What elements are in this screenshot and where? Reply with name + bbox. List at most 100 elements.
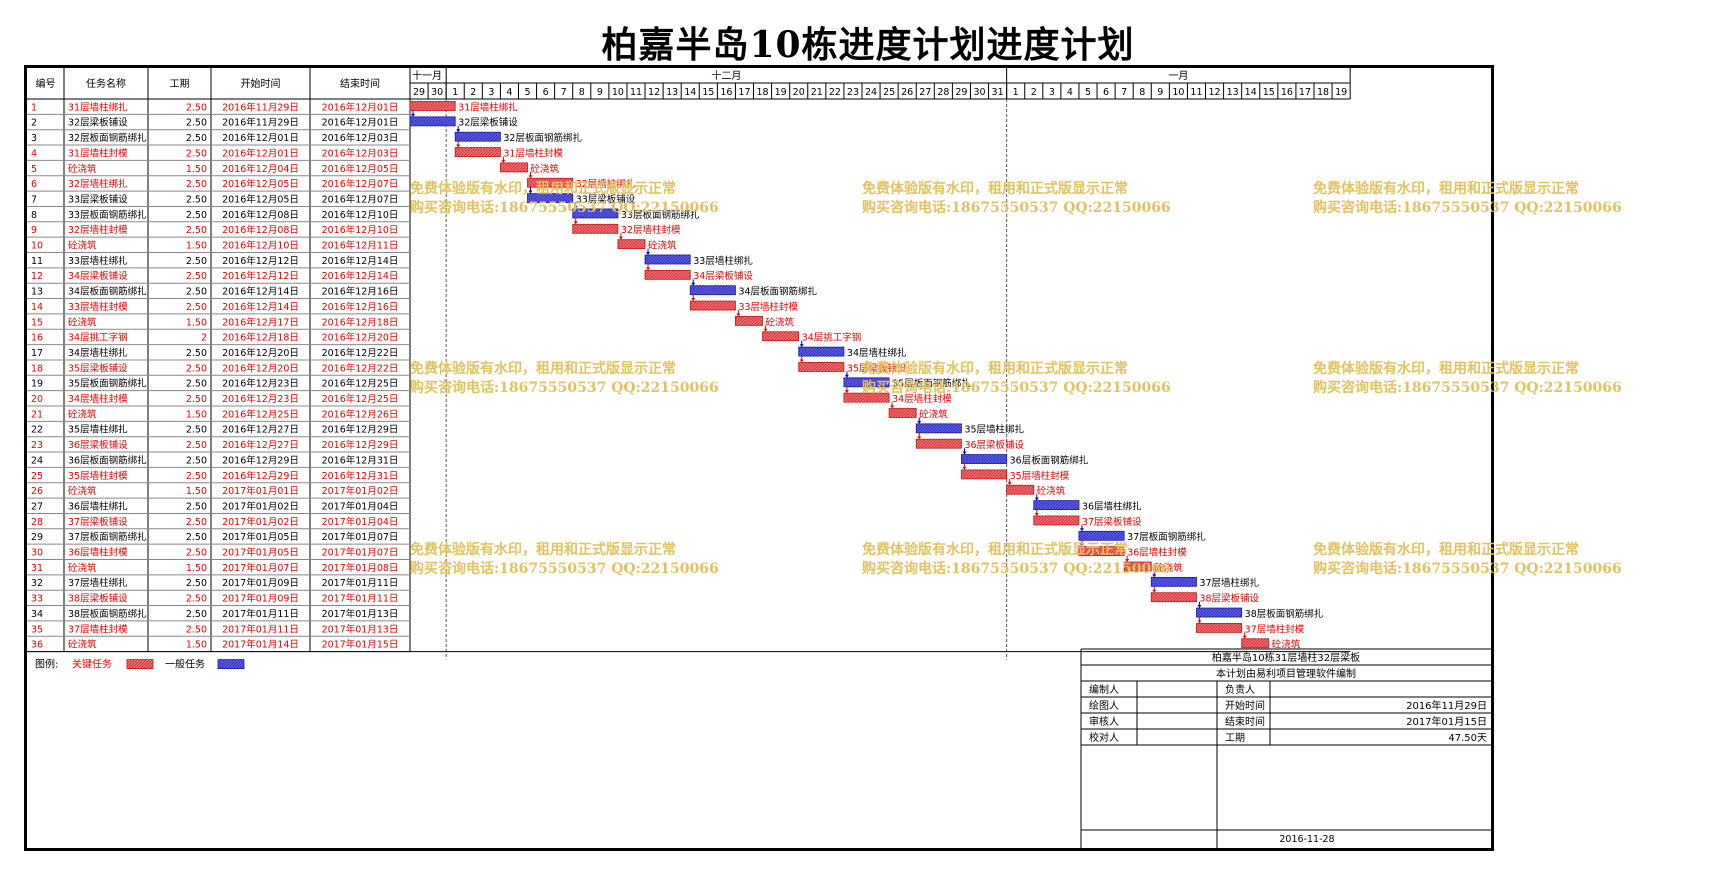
task-start: 2016年12月29日 xyxy=(222,470,299,482)
day-label: 23 xyxy=(847,87,859,98)
day-label: 20 xyxy=(793,87,805,98)
task-end: 2016年12月29日 xyxy=(322,424,399,436)
task-start: 2017年01月07日 xyxy=(222,562,299,574)
gantt-bar-7 xyxy=(527,193,574,203)
task-name: 砼浇筑 xyxy=(68,408,97,420)
task-duration: 2.50 xyxy=(186,102,207,113)
task-id: 23 xyxy=(31,440,43,451)
dependency-arrow xyxy=(799,359,804,363)
info-project: 柏嘉半岛10栋31层墙柱32层梁板 xyxy=(1212,651,1360,664)
task-id: 22 xyxy=(31,425,43,436)
task-name: 37层墙柱封模 xyxy=(68,623,128,635)
day-label: 14 xyxy=(1245,87,1257,98)
day-label: 19 xyxy=(1335,87,1347,98)
dependency-arrow xyxy=(501,159,506,163)
day-label: 22 xyxy=(829,87,841,98)
task-duration: 2.50 xyxy=(186,118,207,129)
task-id: 15 xyxy=(31,317,43,328)
task-id: 2 xyxy=(31,118,37,129)
task-end: 2016年12月31日 xyxy=(322,454,399,466)
gantt-bar-11 xyxy=(644,254,691,265)
watermark: 免费体验版有水印，租用和正式版显示正常购买咨询电话:18675550537 QQ… xyxy=(410,542,719,577)
task-name: 砼浇筑 xyxy=(68,562,97,574)
dependency-arrow xyxy=(1152,589,1157,593)
task-name: 36层梁板铺设 xyxy=(68,439,128,451)
watermark: 免费体验版有水印，租用和正式版显示正常购买咨询电话:18675550537 QQ… xyxy=(1313,542,1622,577)
task-end: 2016年12月16日 xyxy=(322,301,399,313)
task-duration: 2.50 xyxy=(186,548,207,559)
bar-label: 34层墙柱绑扎 xyxy=(847,347,907,359)
gantt-bar-2 xyxy=(409,116,456,127)
task-id: 34 xyxy=(31,609,43,620)
bar-label: 32层墙柱绑扎 xyxy=(576,178,636,190)
task-id: 31 xyxy=(31,563,43,574)
bar-label: 35层板面钢筋绑扎 xyxy=(892,378,971,390)
bar-label: 砼浇筑 xyxy=(1037,485,1066,497)
task-start: 2016年12月14日 xyxy=(222,301,299,313)
gantt-bar-32 xyxy=(1150,576,1197,587)
dependency-arrow xyxy=(844,374,849,378)
day-label: 17 xyxy=(738,87,750,98)
gantt-bar-21 xyxy=(888,408,917,418)
watermark: 免费体验版有水印，租用和正式版显示正常购买咨询电话:18675550537 QQ… xyxy=(862,542,1171,577)
task-id: 19 xyxy=(31,379,43,390)
dependency-arrow xyxy=(1197,620,1202,624)
bar-label: 36层梁板铺设 xyxy=(964,439,1024,451)
legend-critical-label: 关键任务 xyxy=(72,658,112,671)
task-duration: 2.50 xyxy=(186,133,207,144)
day-label: 16 xyxy=(1281,87,1293,98)
task-id: 36 xyxy=(31,640,43,651)
gantt-bar-18 xyxy=(798,362,845,372)
info-value: 47.50天 xyxy=(1448,733,1487,744)
task-name: 34层板面钢筋绑扎 xyxy=(68,286,147,298)
gantt-bar-30 xyxy=(1078,546,1125,557)
info-value: 2017年01月15日 xyxy=(1406,715,1487,728)
task-name: 34层梁板铺设 xyxy=(68,270,128,282)
task-end: 2016年12月07日 xyxy=(322,193,399,205)
task-start: 2016年12月05日 xyxy=(222,193,299,205)
dependency-arrow xyxy=(917,420,922,424)
gantt-bar-24 xyxy=(961,454,1008,464)
watermark: 免费体验版有水印，租用和正式版显示正常购买咨询电话:18675550537 QQ… xyxy=(1313,361,1622,396)
task-start: 2016年12月23日 xyxy=(222,393,299,405)
month-label: 十二月 xyxy=(711,69,741,82)
gantt-bar-17 xyxy=(798,346,845,357)
dependency-arrow xyxy=(646,267,651,271)
bar-label: 38层板面钢筋绑扎 xyxy=(1245,608,1324,620)
task-name: 32层墙柱封模 xyxy=(68,224,128,236)
task-end: 2017年01月11日 xyxy=(322,593,399,605)
task-name: 32层梁板铺设 xyxy=(68,117,128,129)
task-id: 20 xyxy=(31,394,43,405)
task-end: 2016年12月07日 xyxy=(322,178,399,190)
bar-label: 36层墙柱绑扎 xyxy=(1082,500,1142,512)
task-start: 2016年12月29日 xyxy=(222,454,299,466)
task-duration: 2.50 xyxy=(186,302,207,313)
task-end: 2016年12月10日 xyxy=(322,224,399,236)
bar-label: 33层板面钢筋绑扎 xyxy=(621,209,700,221)
bar-label: 31层墙柱封模 xyxy=(503,147,563,159)
task-name: 砼浇筑 xyxy=(68,485,97,497)
gantt-bar-14 xyxy=(689,300,736,311)
task-end: 2017年01月08日 xyxy=(322,562,399,574)
task-name: 34层墙柱封模 xyxy=(68,393,128,405)
dependency-arrow xyxy=(528,190,533,194)
dependency-arrow xyxy=(1007,482,1012,486)
gantt-bar-29 xyxy=(1078,530,1125,541)
bar-label: 35层梁板铺设 xyxy=(847,362,907,374)
day-label: 9 xyxy=(1157,87,1163,98)
task-duration: 1.50 xyxy=(186,164,207,175)
day-label: 4 xyxy=(506,87,512,98)
task-start: 2016年12月27日 xyxy=(222,439,299,451)
page-title: 柏嘉半岛10栋进度计划进度计划 xyxy=(601,24,1135,66)
task-duration: 2.50 xyxy=(186,517,207,528)
task-duration: 2.50 xyxy=(186,287,207,298)
dependency-arrow xyxy=(917,436,922,440)
day-label: 30 xyxy=(431,87,443,98)
legend-normal-label: 一般任务 xyxy=(165,658,205,671)
task-name: 砼浇筑 xyxy=(68,240,97,252)
info-value: 2016年11月29日 xyxy=(1406,699,1487,712)
gantt-bar-27 xyxy=(1033,500,1080,511)
task-name: 32层板面钢筋绑扎 xyxy=(68,132,147,144)
task-id: 28 xyxy=(31,517,43,528)
task-end: 2016年12月14日 xyxy=(322,270,399,282)
